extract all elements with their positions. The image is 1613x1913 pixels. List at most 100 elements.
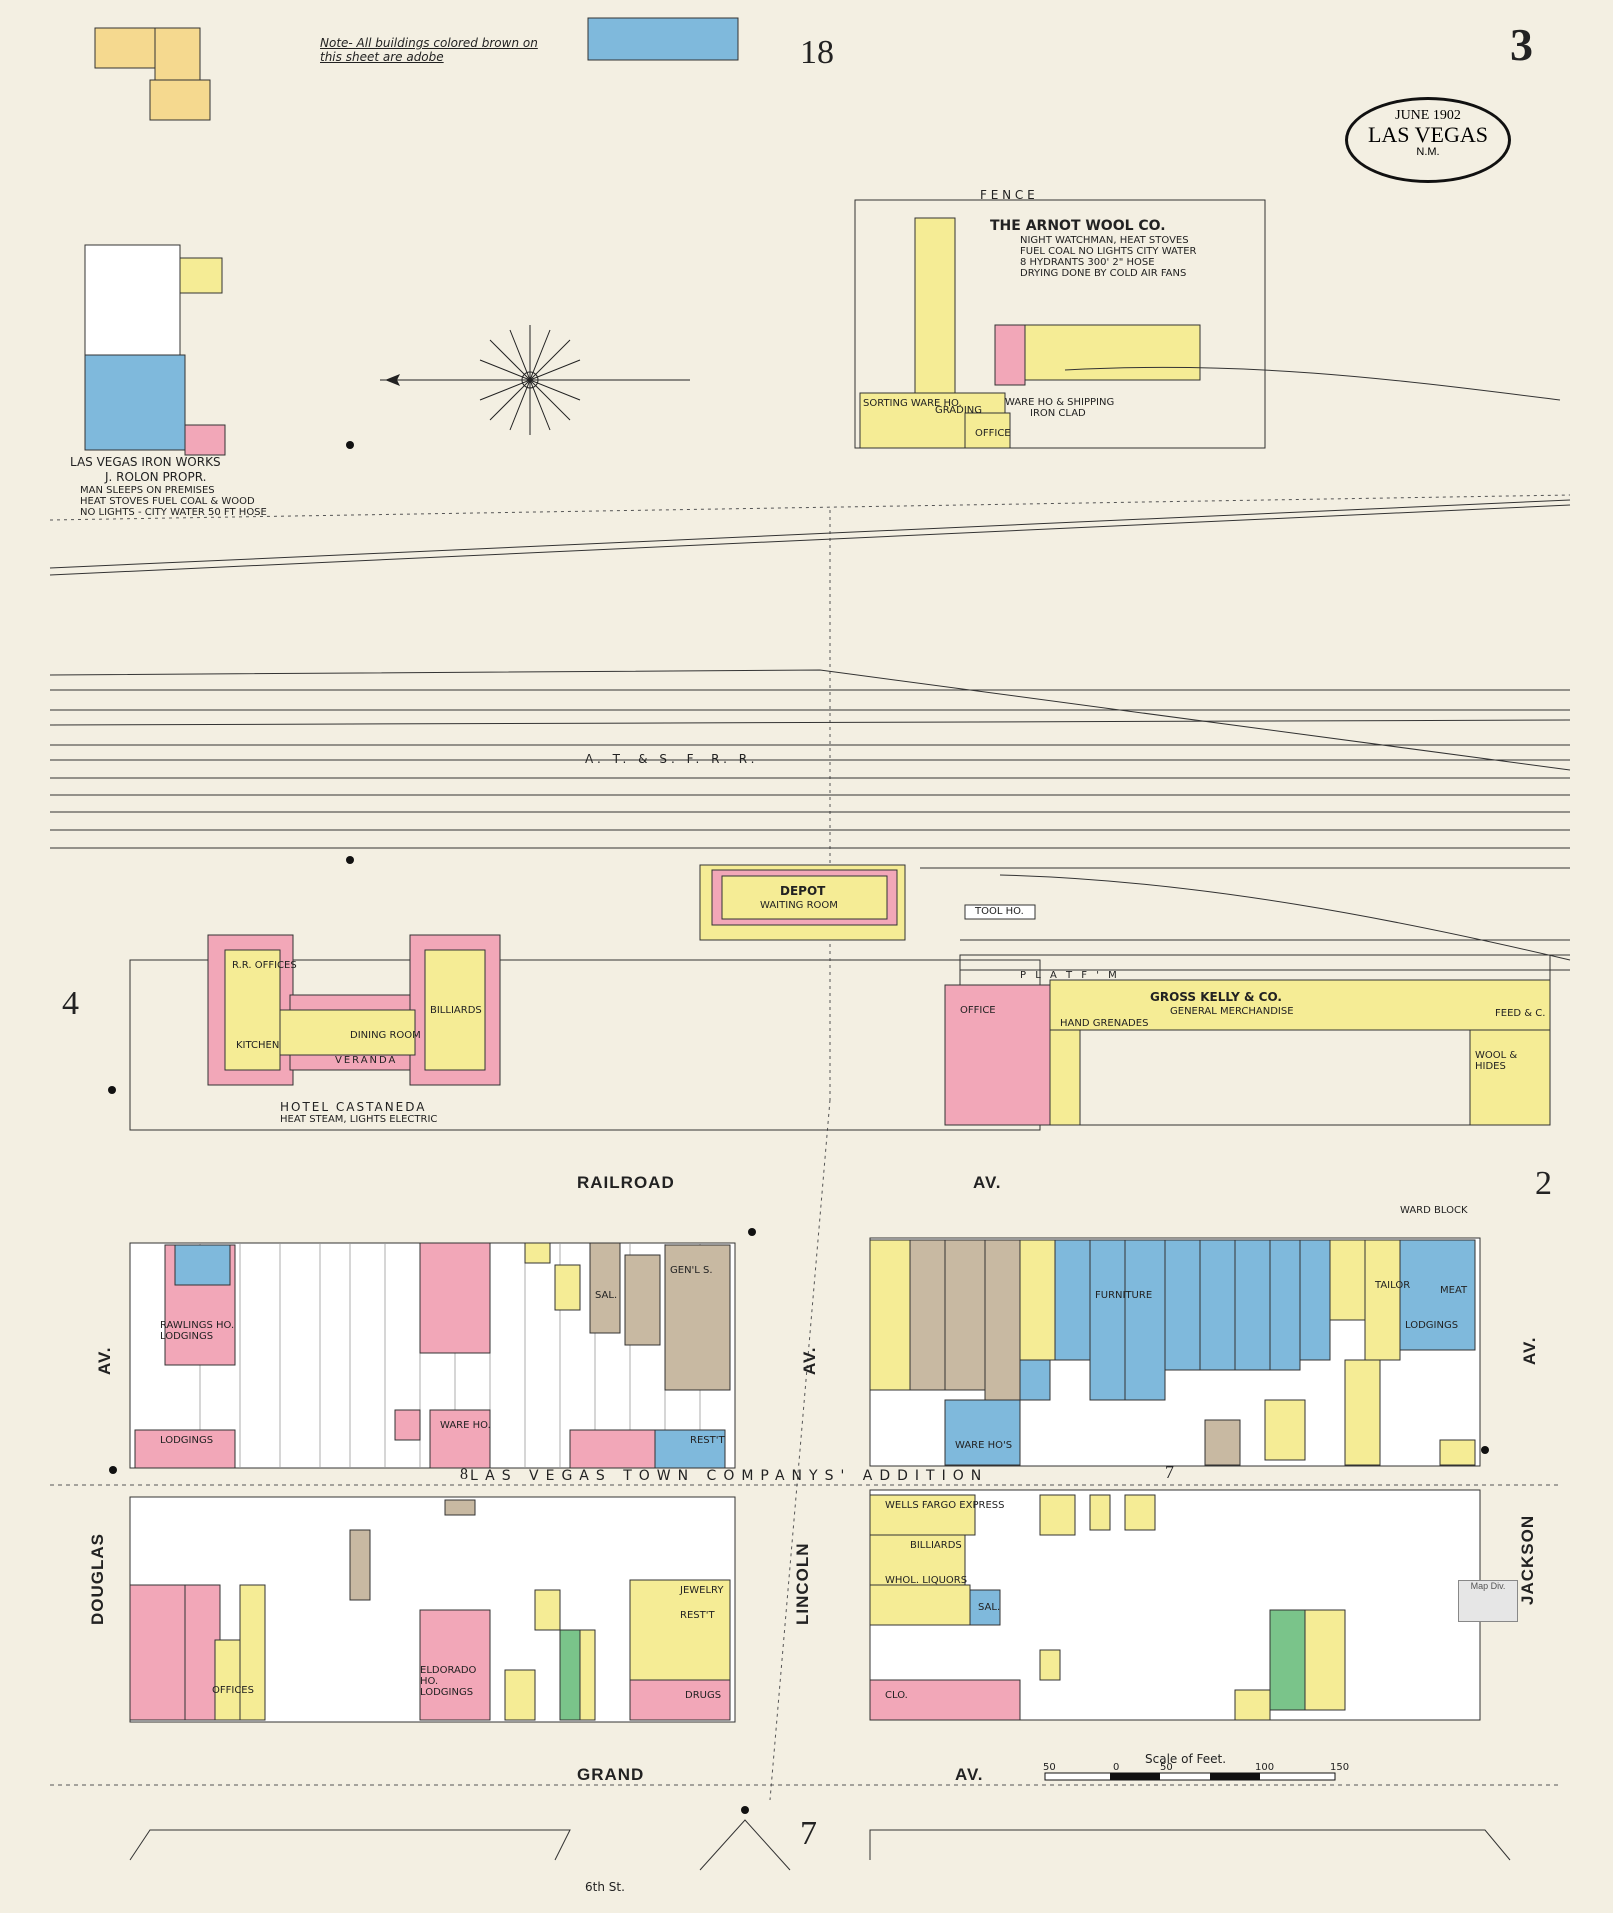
hotel-room-kitchen: KITCHEN: [236, 1040, 280, 1051]
block-8-number: 8: [460, 1466, 468, 1483]
drugs-south: DRUGS: [685, 1690, 722, 1701]
badge-date: JUNE 1902: [1395, 108, 1461, 123]
gross-kelly-grenades: HAND GRENADES: [1060, 1018, 1149, 1029]
iron-works-proprietor: J. ROLON PROPR.: [105, 470, 207, 484]
curb-mid: [699, 1819, 791, 1871]
railway-name: A. T. & S. F. R. R.: [585, 752, 759, 766]
eldorado-house: ELDORADO HO. LODGINGS: [420, 1665, 477, 1698]
lodgings-block8: LODGINGS: [160, 1435, 214, 1446]
gross-kelly-office: OFFICE: [960, 1005, 996, 1016]
iron-works-name: LAS VEGAS IRON WORKS: [70, 455, 221, 469]
adjacent-sheet-bottom: 7: [800, 1815, 817, 1852]
adjacent-sheet-right: 2: [1535, 1165, 1552, 1202]
wholesale-liquors: WHOL. LIQUORS: [885, 1575, 968, 1586]
gross-kelly-name: GROSS KELLY & CO.: [1150, 990, 1282, 1004]
gross-kelly-type: GENERAL MERCHANDISE: [1170, 1006, 1294, 1017]
hotel-room-dining: DINING ROOM: [350, 1030, 421, 1041]
badge-state: N.M.: [1416, 146, 1440, 158]
rawlings-house: RAWLINGS HO. LODGINGS: [160, 1320, 235, 1342]
block-7-south: [869, 1489, 1481, 1721]
hotel-room-billiards: BILLIARDS: [430, 1005, 482, 1016]
gross-kelly-feed: FEED & C.: [1495, 1008, 1546, 1019]
platform-label: P L A T F ' M: [1020, 970, 1120, 981]
iron-works-note-1: MAN SLEEPS ON PREMISES: [80, 485, 215, 496]
top-blue-building: [587, 17, 739, 61]
curb-right: [869, 1829, 1511, 1861]
block-7-number: 7: [1165, 1462, 1174, 1482]
iron-works-note-3: NO LIGHTS - CITY WATER 50 FT HOSE: [80, 507, 267, 518]
wool-co-note-2: FUEL COAL NO LIGHTS CITY WATER: [1020, 246, 1197, 257]
gross-kelly-wool: WOOL & HIDES: [1475, 1050, 1518, 1072]
warehouses-block7: WARE HO'S: [955, 1440, 1013, 1451]
fence-label: F E N C E: [980, 188, 1035, 202]
general-store-block8: GEN'L S.: [670, 1265, 713, 1276]
meat-label: MEAT: [1440, 1285, 1468, 1296]
grand-av-right: AV.: [955, 1765, 984, 1784]
gross-kelly-building: [944, 954, 1551, 1126]
depot-waiting-room: WAITING ROOM: [760, 900, 838, 911]
wool-co-note-3: 8 HYDRANTS 300' 2" HOSE: [1020, 257, 1155, 268]
grand-av-left: GRAND: [577, 1765, 645, 1784]
hotel-name: HOTEL CASTANEDA: [280, 1100, 427, 1114]
jackson-av: JACKSON: [1518, 1514, 1537, 1605]
hotel-room-offices: R.R. OFFICES: [232, 960, 297, 971]
adjacent-sheet-top: 18: [800, 34, 834, 71]
hotel-building: [129, 934, 1041, 1131]
sheet-number: 3: [1510, 19, 1533, 70]
restaurant-block8: REST'T: [690, 1435, 725, 1446]
adjacent-sheet-left: 4: [62, 985, 79, 1022]
block-8-north: [129, 1242, 736, 1469]
restaurant-south: REST'T: [680, 1610, 715, 1621]
wool-co-room-grading: GRADING: [935, 405, 983, 416]
addition-label: LAS VEGAS TOWN COMPANYS' ADDITION: [470, 1468, 989, 1484]
wool-co-room-ironclad: IRON CLAD: [1030, 408, 1086, 419]
pipe-diagonal: [769, 1099, 831, 1801]
iron-works-building: [84, 244, 226, 456]
offices-south: OFFICES: [212, 1685, 254, 1696]
stamp-label: Map Div.: [1470, 1581, 1506, 1591]
water-pipe-line: [49, 494, 1571, 521]
tool-house-label: TOOL HO.: [975, 906, 1024, 917]
scale-tick-0: 0: [1113, 1762, 1120, 1773]
saloon-south: SAL.: [978, 1602, 1001, 1613]
wool-co-room-office: OFFICE: [975, 428, 1011, 439]
fire-hydrant-icon: [108, 441, 1489, 1814]
furniture-label: FURNITURE: [1095, 1290, 1153, 1301]
wool-co-room-sorting: SORTING WARE HO.: [863, 398, 962, 409]
scale-bar: [1044, 1772, 1336, 1781]
railroad-av-right: AV.: [973, 1173, 1002, 1192]
jackson-av-north: AV.: [1520, 1336, 1539, 1365]
wool-company-lot: [854, 199, 1561, 449]
wool-co-note-1: NIGHT WATCHMAN, HEAT STOVES: [1020, 235, 1189, 246]
scale-tick-150: 150: [1330, 1762, 1350, 1773]
depot-building: [699, 864, 906, 941]
block-7-north: [869, 1237, 1481, 1467]
saloon-block8: SAL.: [595, 1290, 618, 1301]
wool-co-note-4: DRYING DONE BY COLD AIR FANS: [1020, 268, 1187, 279]
douglas-av-north: AV.: [95, 1346, 114, 1375]
sixth-street: 6th St.: [585, 1880, 625, 1894]
date-badge: JUNE 1902 LAS VEGAS N.M.: [1345, 97, 1511, 183]
lodgings-ward-block: LODGINGS: [1405, 1320, 1459, 1331]
lincoln-av: LINCOLN: [793, 1542, 812, 1625]
scale-tick-50: 50: [1160, 1762, 1173, 1773]
scale-tick-50-left: 50: [1043, 1762, 1056, 1773]
clothing-label: CLO.: [885, 1690, 908, 1701]
scale-title: Scale of Feet.: [1145, 1752, 1227, 1766]
railroad-av-left: RAILROAD: [577, 1173, 675, 1192]
scale-tick-100: 100: [1255, 1762, 1275, 1773]
block-8-south: [129, 1496, 736, 1723]
compass-rose-icon: [380, 325, 690, 435]
wool-co-room-warehouse: WARE HO & SHIPPING: [1005, 397, 1115, 408]
hotel-notes: HEAT STEAM, LIGHTS ELECTRIC: [280, 1114, 438, 1125]
wool-co-name: THE ARNOT WOOL CO.: [990, 218, 1166, 234]
iron-works-note-2: HEAT STOVES FUEL COAL & WOOD: [80, 496, 255, 507]
depot-name: DEPOT: [780, 884, 826, 898]
railway-tracks: [49, 499, 1571, 971]
ward-block-label: WARD BLOCK: [1400, 1205, 1468, 1216]
adobe-note: Note- All buildings colored brown on thi…: [320, 36, 538, 64]
lincoln-av-north: AV.: [800, 1346, 819, 1375]
douglas-av: DOUGLAS: [88, 1533, 107, 1625]
curb-left: [129, 1829, 571, 1861]
